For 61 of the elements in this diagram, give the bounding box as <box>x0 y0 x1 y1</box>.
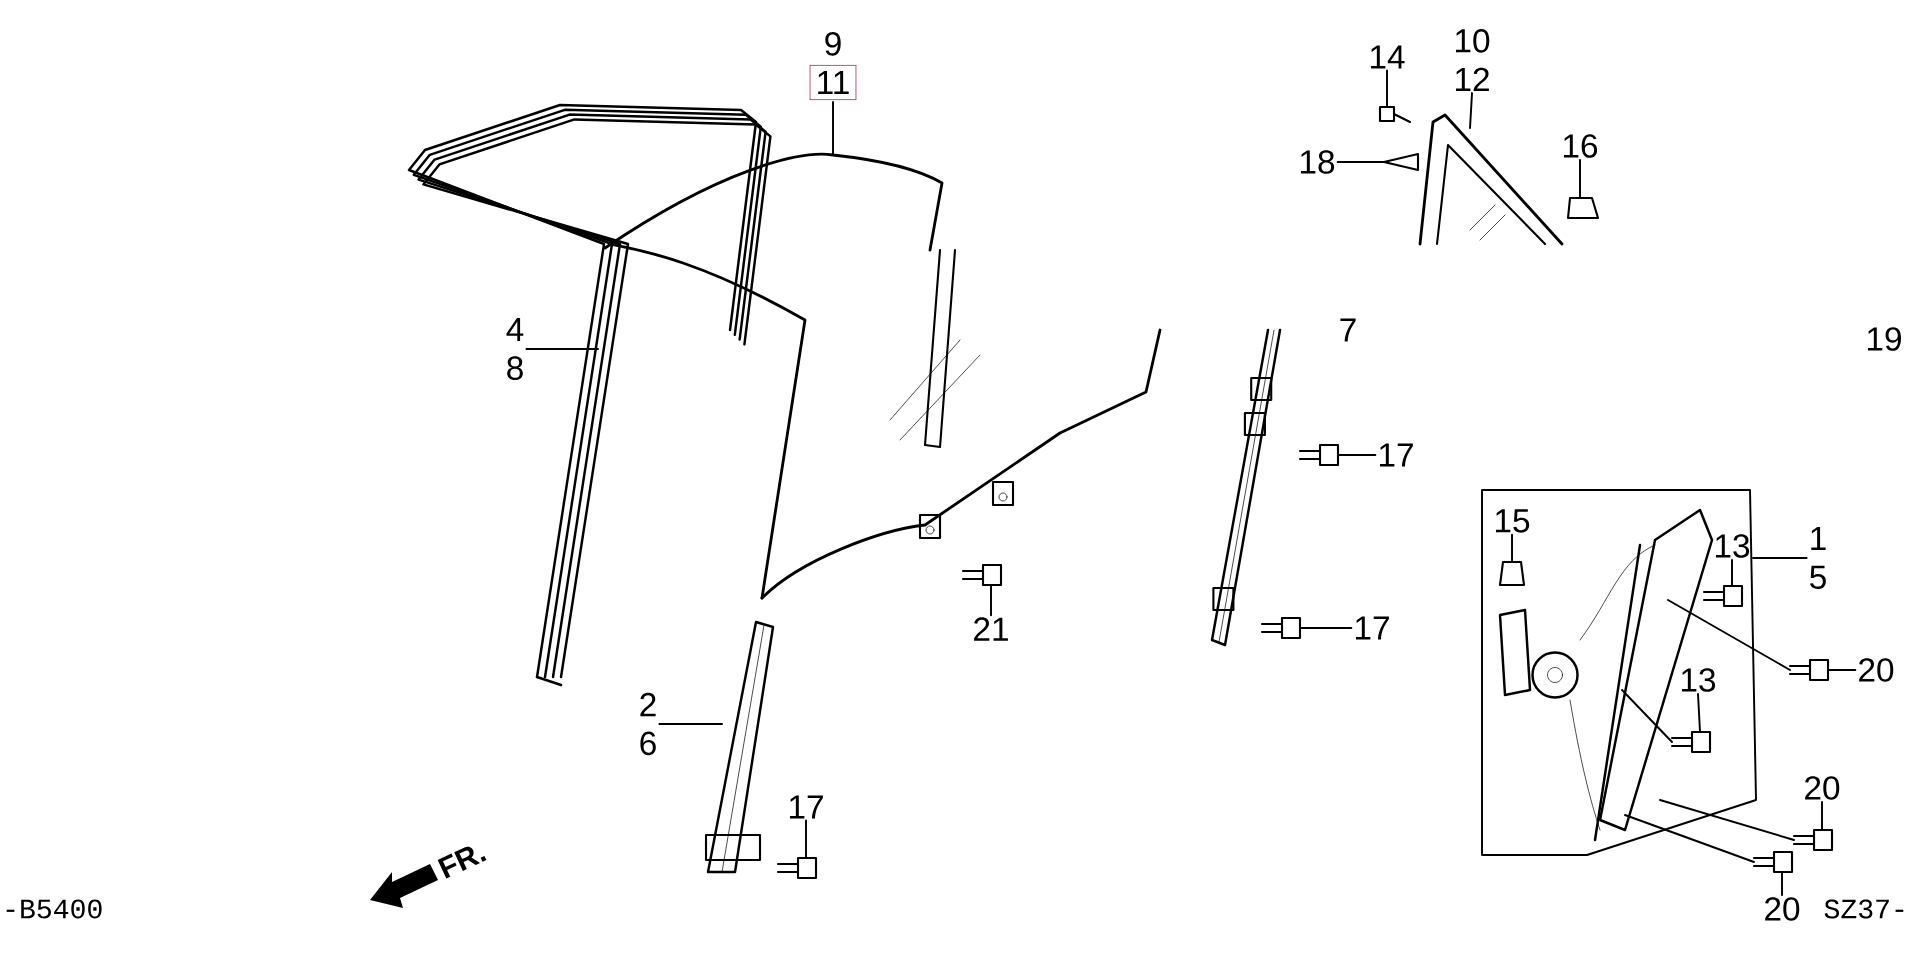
callout-number: 21 <box>974 617 1008 641</box>
callout-number: 15 <box>1496 509 1530 533</box>
leader-line <box>1337 454 1377 456</box>
rivet-icon <box>1382 152 1420 172</box>
leader-line <box>1469 92 1473 129</box>
callout-number: 19 <box>1867 327 1901 351</box>
leader-line <box>658 723 723 725</box>
leader-line <box>1781 871 1783 897</box>
leader-line <box>1731 558 1733 587</box>
callout-number: 1 5 <box>1810 527 1826 589</box>
leader-line <box>1299 627 1353 629</box>
direction-label: FR. <box>437 846 487 879</box>
callout-number: 17 <box>790 795 823 819</box>
callout-number: 17 <box>1356 616 1389 640</box>
clip-icon <box>1566 196 1600 220</box>
callout-number: 16 <box>1564 134 1598 158</box>
leader-line <box>832 101 834 156</box>
lower-channel-drawing <box>704 620 775 874</box>
callout-number: 7 <box>1340 318 1356 342</box>
diagram-code: SZ37- <box>1824 899 1904 919</box>
callout-number: 13 <box>1682 668 1716 692</box>
screw-icon <box>1378 105 1412 124</box>
callout-number: 20 <box>1859 658 1894 682</box>
window-regulator-drawing <box>1498 508 1714 842</box>
leader-line <box>1511 533 1513 563</box>
leader-line <box>1579 158 1581 199</box>
guide-line <box>1659 799 1795 841</box>
callout-number: 20 <box>1805 776 1840 800</box>
leader-line <box>1697 692 1701 733</box>
bolt-icon <box>776 856 818 880</box>
leader-line <box>805 819 807 859</box>
bolt-icon <box>1298 443 1340 467</box>
leader-line <box>1827 669 1857 671</box>
door-glass-drawing <box>603 152 1162 600</box>
guide-line <box>1667 599 1791 671</box>
callout-number: 2 6 <box>640 692 656 756</box>
callout-number: 14 <box>1371 45 1405 69</box>
leader-line <box>990 584 992 617</box>
quarter-glass-drawing <box>1418 113 1564 246</box>
callout-number: 18 <box>1301 150 1335 174</box>
guide-line <box>1624 814 1755 863</box>
clip-icon <box>1498 560 1526 587</box>
assembly-frame <box>1481 489 1757 856</box>
callout-number: 17 <box>1380 443 1413 467</box>
diagram-code: -B5400 <box>6 899 102 919</box>
run-channel-drawing <box>407 103 772 687</box>
callout-number: 9 11 <box>809 32 857 100</box>
leader-line <box>525 348 599 350</box>
bolt-icon <box>1260 616 1302 640</box>
leader-line <box>1752 557 1808 559</box>
callout-number: 13 <box>1716 534 1750 558</box>
leader-line <box>1336 161 1385 163</box>
bolt-icon <box>1788 658 1830 682</box>
callout-number: 20 <box>1765 897 1800 921</box>
bolt-icon <box>1752 850 1794 874</box>
bolt-icon <box>1702 584 1744 608</box>
leader-line <box>1821 800 1823 831</box>
leader-line <box>1386 69 1388 108</box>
callout-number: 10 12 <box>1456 29 1490 91</box>
bolt-icon <box>1792 828 1834 852</box>
bolt-icon <box>1670 730 1712 754</box>
